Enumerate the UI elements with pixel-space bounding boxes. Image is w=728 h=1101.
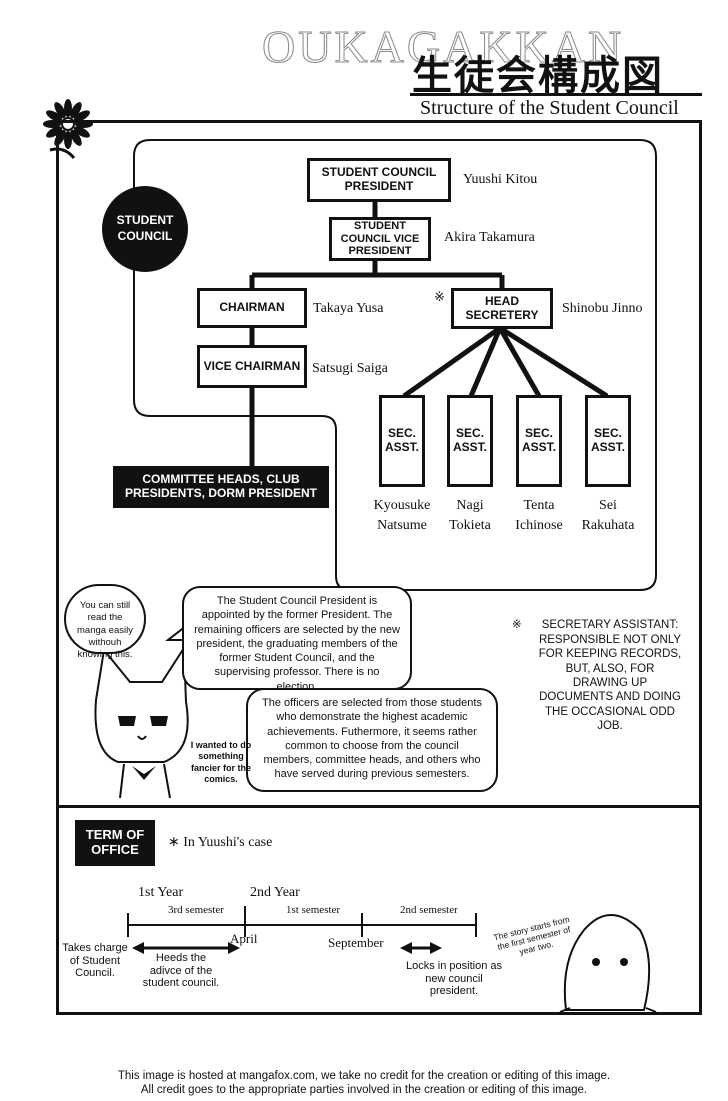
locks-position-label: Locks in position as new council preside… xyxy=(406,960,502,998)
president-name: Yuushi Kitou xyxy=(463,172,538,187)
note-mark: ※ xyxy=(512,619,522,631)
vice-chairman-node: VICE CHAIRMAN xyxy=(197,345,307,388)
april-label: April xyxy=(230,931,258,946)
cat-side-comment: I wanted to do something fancier for the… xyxy=(190,740,252,784)
asst-name-last: Natsume xyxy=(377,518,427,533)
title-rule xyxy=(410,93,702,96)
case-label: ∗ In Yuushi's case xyxy=(168,835,273,850)
asst-name-last: Rakuhata xyxy=(581,518,635,533)
september-label: September xyxy=(328,935,384,950)
chairman-node: CHAIRMAN xyxy=(197,288,307,328)
semester-2-label: 2nd semester xyxy=(400,904,458,916)
head-secretary-node: HEAD SECRETERY xyxy=(451,288,553,329)
sec-asst-node: SEC. ASST. xyxy=(447,395,493,487)
vice-chairman-name: Satsugi Saiga xyxy=(312,361,388,376)
election-bubble: The Student Council President is appoint… xyxy=(182,586,412,693)
cat-mascot xyxy=(94,644,189,799)
president-node: STUDENT COUNCIL PRESIDENT xyxy=(307,158,451,202)
asst-name-first: Kyousuke xyxy=(373,498,431,513)
semester-1-label: 1st semester xyxy=(286,904,341,916)
year-2-label: 2nd Year xyxy=(250,885,300,900)
heeds-advice-label: Heeds the adivce of the student council. xyxy=(142,952,220,990)
year-1-label: 1st Year xyxy=(138,885,184,900)
takes-charge-label: Takes charge of Student Council. xyxy=(62,942,128,980)
term-of-office-label: TERM OF OFFICE xyxy=(75,820,155,866)
head-secretary-mark: ※ xyxy=(434,289,445,304)
head-secretary-name: Shinobu Jinno xyxy=(562,301,643,316)
vice-president-name: Akira Takamura xyxy=(444,230,535,245)
chairman-name: Takaya Yusa xyxy=(313,301,384,316)
vice-president-node: STUDENT COUNCIL VICE PRESIDENT xyxy=(329,217,431,261)
semester-3-label: 3rd semester xyxy=(168,904,224,916)
secretary-note: ※ SECRETARY ASSISTANT: RESPONSIBLE NOT O… xyxy=(512,618,682,733)
sec-asst-node: SEC. ASST. xyxy=(585,395,631,487)
page-subtitle: Structure of the Student Council xyxy=(420,97,679,119)
cat-small-bubble: You can still read the manga easily with… xyxy=(64,584,146,660)
asst-name-first: Tenta xyxy=(523,498,555,513)
note-text: SECRETARY ASSISTANT: RESPONSIBLE NOT ONL… xyxy=(538,619,682,732)
sec-asst-node: SEC. ASST. xyxy=(516,395,562,487)
asst-name-last: Tokieta xyxy=(449,518,491,533)
title-japanese: 生徒会構成図 xyxy=(412,53,664,99)
asst-name-last: Ichinose xyxy=(515,518,563,533)
committee-heads-node: COMMITTEE HEADS, CLUB PRESIDENTS, DORM P… xyxy=(113,466,329,508)
footer-credit-line-1: This image is hosted at mangafox.com, we… xyxy=(117,1070,611,1082)
diagram-frame xyxy=(56,120,702,1015)
asst-name-first: Sei xyxy=(599,498,617,513)
title-english: OUKAGAKKAN xyxy=(261,21,625,72)
asst-name-first: Nagi xyxy=(456,498,484,513)
footer-credit-line-2: All credit goes to the appropriate parti… xyxy=(140,1084,588,1096)
section-divider xyxy=(56,805,702,808)
student-council-badge: STUDENT COUNCIL xyxy=(102,186,188,272)
officers-bubble: The officers are selected from those stu… xyxy=(246,688,498,792)
sec-asst-node: SEC. ASST. xyxy=(379,395,425,487)
